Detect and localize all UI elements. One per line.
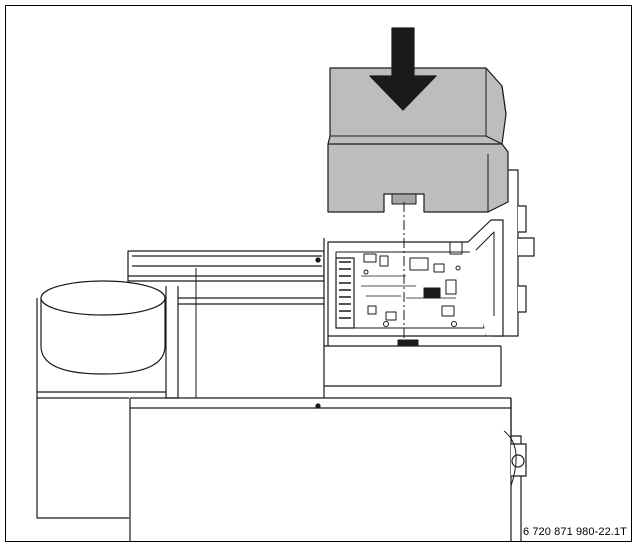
cover-panel [327,67,509,213]
figure-frame: 6 720 871 980-22.1T [5,5,632,542]
left-cylinder [36,280,166,398]
assembly-drawing [36,27,535,541]
horizontal-rail [127,250,325,398]
left-housing [36,286,179,519]
figure-reference-code: 6 720 871 980-22.1T [522,526,627,538]
control-board [327,219,504,347]
arrow-down-icon [369,27,437,111]
